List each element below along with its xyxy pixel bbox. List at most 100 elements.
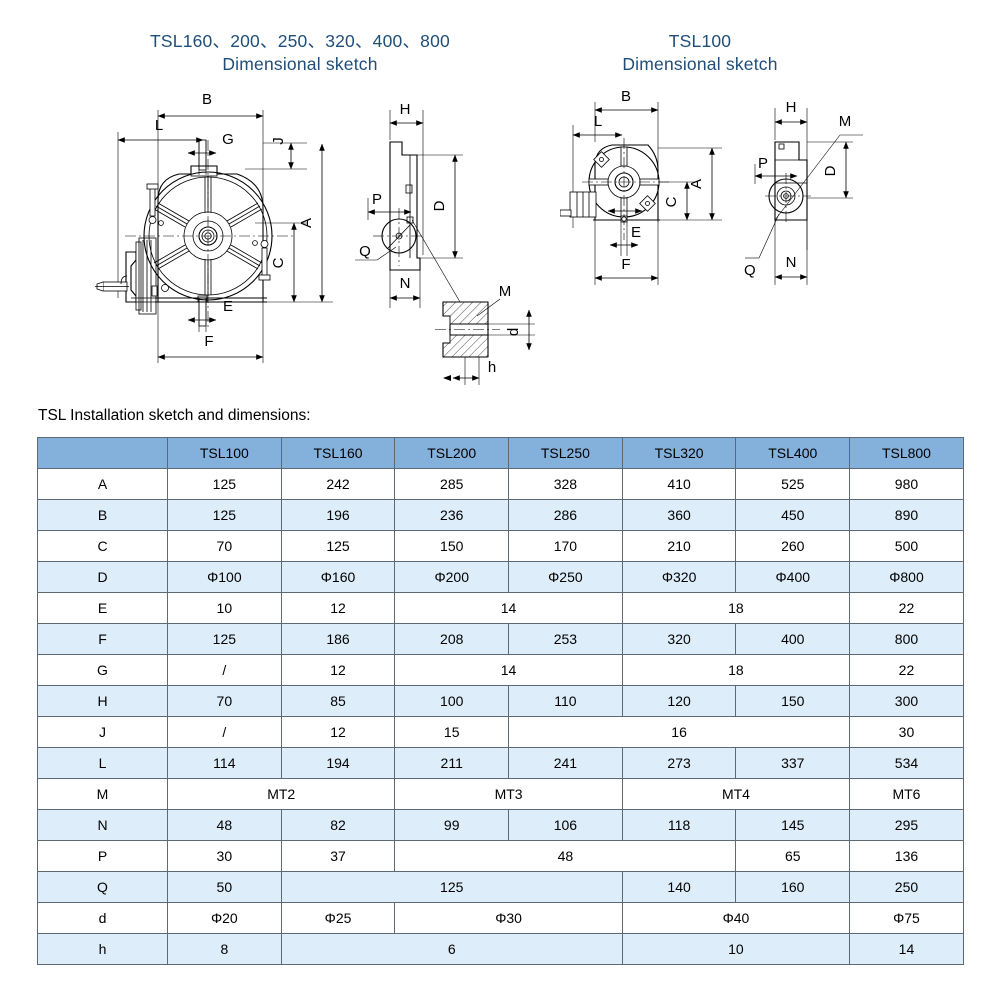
table-cell: 150 [394,530,510,562]
dim-label-P-mid: P [372,191,382,208]
table-cell: 10 [621,933,851,965]
table-header-row: TSL100 TSL160 TSL200 TSL250 TSL320 TSL40… [37,437,964,469]
table-cell: Φ30 [394,902,623,934]
table-cell: 890 [849,499,964,531]
dim-label-C-left: C [270,257,287,268]
table-cell: 253 [508,623,623,655]
table-cell: 160 [735,871,851,903]
dim-label-d-mid: d [505,328,522,336]
table-cell: 125 [167,623,282,655]
table-cell: 285 [394,468,510,500]
dim-label-D-tsl100side: D [822,165,839,176]
tsl100-side-view-svg: H P D M N [745,99,863,285]
table-cell: 114 [167,747,282,779]
table-cell: 50 [167,871,282,903]
table-cell: MT3 [394,778,623,810]
header-cell-tsl160: TSL160 [280,437,396,469]
table-cell: 273 [621,747,737,779]
dim-label-L-tsl100: L [594,113,602,130]
dim-label-E-left: E [223,298,233,315]
dim-label-M-tsl100side: M [839,113,852,130]
row-label-B: B [37,499,168,531]
table-cell: 320 [621,623,737,655]
row-label-h: h [37,933,168,965]
dim-label-h-mid: h [488,359,496,376]
table-cell: 106 [508,809,623,841]
table-cell: Φ160 [280,561,396,593]
dimensions-table: TSL100 TSL160 TSL200 TSL250 TSL320 TSL40… [37,437,964,965]
dim-label-F-left: F [204,333,213,350]
table-cell: 48 [167,809,282,841]
table-cell: 194 [280,747,396,779]
table-cell: Φ200 [394,561,510,593]
tsl160-side-view-drawing: H D P Q N [355,80,555,395]
row-label-P: P [37,840,168,872]
taper-sleeve-detail [435,301,500,358]
dim-label-L-left: L [155,117,163,134]
table-cell: 12 [280,716,396,748]
table-cell: Φ25 [280,902,396,934]
table-cell: 145 [735,809,851,841]
header-cell-blank [37,437,168,469]
table-cell: 70 [167,685,282,717]
table-cell: 15 [394,716,510,748]
left-figure-title-line1: TSL160、200、250、320、400、800 [150,31,450,51]
table-cell: Φ20 [167,902,282,934]
tsl100-front-view-svg: B L A C [559,88,722,285]
table-cell: 30 [849,716,964,748]
table-cell: 196 [280,499,396,531]
table-cell: 534 [849,747,964,779]
table-cell: 241 [508,747,623,779]
table-cell: 18 [621,654,851,686]
dim-label-Q-tsl100side: Q [744,262,756,279]
table-cell: 82 [280,809,396,841]
table-cell: 12 [280,592,396,624]
dim-label-H-mid: H [400,101,411,118]
table-cell: Φ320 [621,561,737,593]
dim-label-P-tsl100side: P [758,155,768,172]
table-cell: 450 [735,499,851,531]
table-cell: 980 [849,468,964,500]
table-cell: 295 [849,809,964,841]
table-cell: 22 [849,592,964,624]
table-cell: Φ75 [849,902,964,934]
table-cell: MT4 [621,778,851,810]
table-cell: 14 [394,654,623,686]
table-cell: 85 [280,685,396,717]
header-cell-tsl200: TSL200 [394,437,510,469]
table-cell: 125 [280,530,396,562]
table-cell: 8 [167,933,282,965]
table-cell: 14 [394,592,623,624]
header-cell-tsl250: TSL250 [508,437,623,469]
dim-label-F-tsl100: F [621,256,630,273]
table-cell: 800 [849,623,964,655]
table-cell: 110 [508,685,623,717]
tsl100-side-view-drawing: H P D M N [745,80,965,305]
table-cell: 30 [167,840,282,872]
header-cell-tsl100: TSL100 [167,437,282,469]
table-cell: / [167,716,282,748]
dim-label-C-tsl100: C [663,196,680,207]
tsl160-front-view-svg: B L G J A C E F [95,91,333,363]
dim-label-G-left: G [222,131,234,148]
dim-label-A-tsl100: A [688,179,705,189]
dim-label-B-left: B [202,91,212,108]
table-cell: 125 [167,499,282,531]
row-label-F: F [37,623,168,655]
row-label-d: d [37,902,168,934]
dim-label-E-tsl100: E [631,224,641,241]
table-cell: 14 [849,933,964,965]
dim-label-N-mid: N [400,275,411,292]
table-cell: 360 [621,499,737,531]
